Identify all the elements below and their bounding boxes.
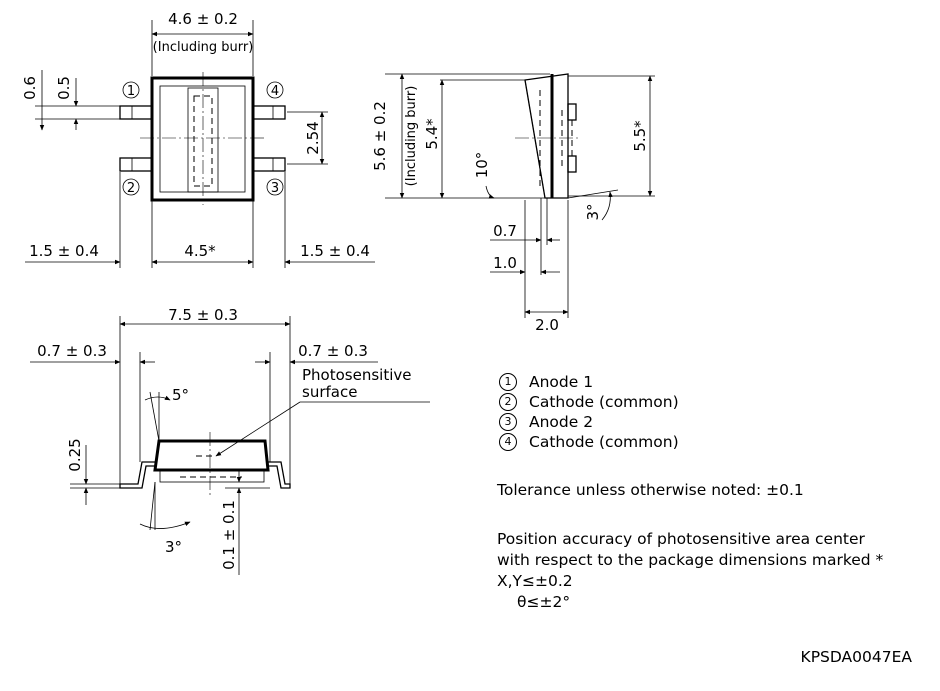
top-body-outline <box>150 76 255 202</box>
pin-number: 3 <box>499 413 517 431</box>
pin-number: 1 <box>499 373 517 391</box>
front-angle-bottom: 3° <box>165 538 182 556</box>
pin-legend-item: 1 Anode 1 <box>497 372 927 392</box>
pin-pitch-dim: 2.54 <box>304 121 322 154</box>
side-inner-height: 5.4* <box>423 118 441 150</box>
right-lead-length: 1.5 ± 0.4 <box>300 242 370 260</box>
front-dim-025: 0.25 <box>66 438 84 471</box>
left-lead-length: 1.5 ± 0.4 <box>29 242 99 260</box>
lead-2 <box>119 157 153 172</box>
lead-thickness-dim-b: 0.5 <box>55 76 73 100</box>
side-dim-10: 1.0 <box>493 254 517 272</box>
top-view: 1 2 4 3 4.6 ± 0.2 (Including burr) 0.6 0… <box>21 10 375 268</box>
lead-thickness-dim-a: 0.6 <box>21 76 39 100</box>
pin-legend-item: 3 Anode 2 <box>497 412 927 432</box>
pin-label: Cathode (common) <box>529 432 679 451</box>
accuracy-note: Position accuracy of photosensitive area… <box>497 529 927 613</box>
notes-panel: 1 Anode 1 2 Cathode (common) 3 Anode 2 4… <box>497 372 927 613</box>
side-dim-07: 0.7 <box>493 222 517 240</box>
side-right-height: 5.5* <box>631 120 649 152</box>
front-angle-top: 5° <box>172 386 189 404</box>
pin-3-marker: 3 <box>266 178 284 196</box>
accuracy-line: θ≤±2° <box>517 593 571 611</box>
accuracy-line: X,Y≤±0.2 <box>497 572 573 590</box>
svg-text:1: 1 <box>127 84 135 99</box>
svg-text:3: 3 <box>271 181 279 196</box>
side-view: 5.6 ± 0.2 (Including burr) 5.4* 5.5* 10°… <box>371 73 655 334</box>
side-angle-10: 10° <box>473 152 491 179</box>
accuracy-line: with respect to the package dimensions m… <box>497 551 884 569</box>
pin-legend-item: 4 Cathode (common) <box>497 432 927 452</box>
surface-label-1: Photosensitive <box>302 366 411 384</box>
top-width-note: (Including burr) <box>153 40 254 55</box>
surface-label-2: surface <box>302 383 357 401</box>
side-height-note: (Including burr) <box>404 86 419 187</box>
top-active-area <box>193 95 213 187</box>
svg-text:2: 2 <box>127 181 135 196</box>
top-width-dim: 4.6 ± 0.2 <box>168 10 238 28</box>
front-right-lead: 0.7 ± 0.3 <box>298 342 368 360</box>
lead-4 <box>252 105 286 120</box>
front-left-lead: 0.7 ± 0.3 <box>37 342 107 360</box>
body-width-dim: 4.5* <box>184 242 216 260</box>
side-dim-20: 2.0 <box>535 316 559 334</box>
side-height-dim: 5.6 ± 0.2 <box>371 101 389 171</box>
tolerance-note: Tolerance unless otherwise noted: ±0.1 <box>497 481 804 499</box>
lead-1 <box>119 105 153 120</box>
front-view: 7.5 ± 0.3 0.7 ± 0.3 0.7 ± 0.3 Photosensi… <box>30 306 430 575</box>
document-id: KPSDA0047EA <box>800 648 912 666</box>
pin-number: 4 <box>499 433 517 451</box>
pin-number: 2 <box>499 393 517 411</box>
pin-4-marker: 4 <box>266 81 284 99</box>
pin-label: Cathode (common) <box>529 392 679 411</box>
top-body-inner <box>159 85 246 193</box>
svg-text:4: 4 <box>271 84 279 99</box>
side-angle-3: 3° <box>584 203 602 220</box>
pin-legend: 1 Anode 1 2 Cathode (common) 3 Anode 2 4… <box>497 372 927 452</box>
pin-legend-item: 2 Cathode (common) <box>497 392 927 412</box>
front-dim-01: 0.1 ± 0.1 <box>220 500 238 570</box>
lead-3 <box>252 157 286 172</box>
pin-label: Anode 1 <box>529 372 594 391</box>
front-overall-dim: 7.5 ± 0.3 <box>168 306 238 324</box>
pin-1-marker: 1 <box>122 81 140 99</box>
pin-2-marker: 2 <box>122 178 140 196</box>
pin-label: Anode 2 <box>529 412 594 431</box>
accuracy-line: Position accuracy of photosensitive area… <box>497 530 865 548</box>
